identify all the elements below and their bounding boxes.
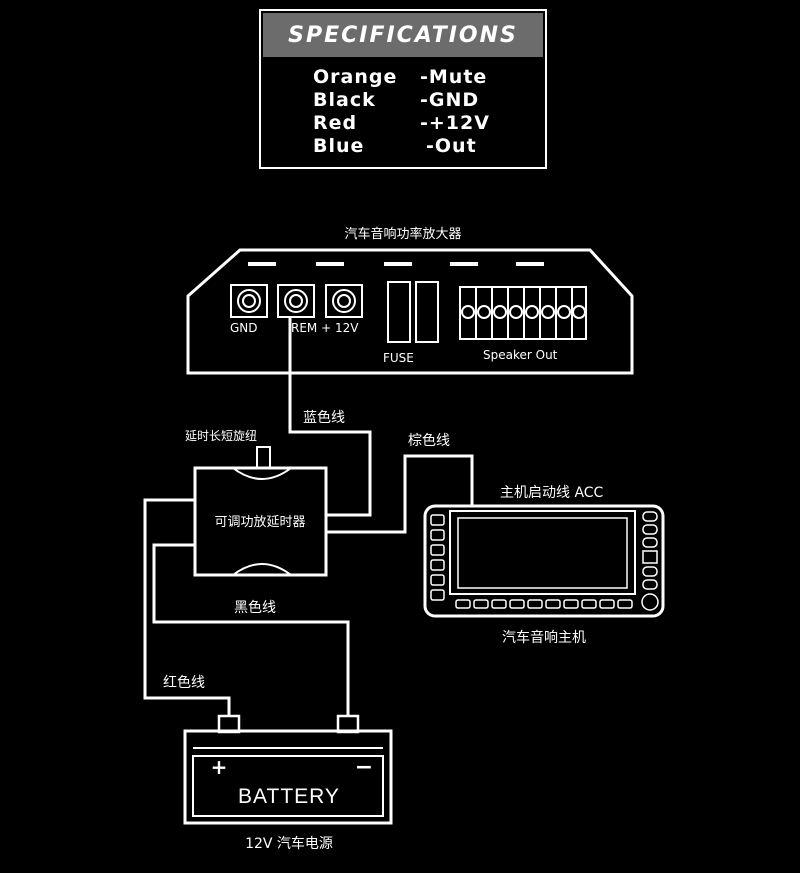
speaker-out-label: Speaker Out [483, 348, 558, 362]
amplifier-vents [248, 262, 544, 266]
fuse-holders [387, 281, 439, 343]
battery-plus-sign: + [211, 755, 228, 779]
amplifier-title: 汽车音响功率放大器 [344, 226, 461, 242]
battery-body [183, 729, 393, 825]
spec-color-black: Black [313, 89, 376, 111]
brown-wire-label: 棕色线 [408, 432, 450, 449]
terminal-rem [277, 284, 315, 318]
spec-title: SPECIFICATIONS [288, 23, 518, 48]
black-wire [152, 543, 350, 716]
spec-func-gnd: -GND [420, 89, 479, 111]
battery-label: BATTERY [238, 785, 340, 808]
acc-label: 主机启动线 ACC [500, 485, 604, 501]
red-wire-label: 红色线 [163, 674, 205, 691]
battery-inner-panel [192, 755, 384, 817]
spec-func-out: -Out [426, 135, 477, 157]
amplifier: 汽车音响功率放大器 GND REM + 12V [186, 226, 634, 375]
head-unit: 主机启动线 ACC [423, 485, 665, 646]
head-unit-screen [449, 510, 636, 595]
battery-caption: 12V 汽车电源 [245, 835, 333, 852]
head-unit-right-buttons [641, 511, 659, 611]
black-wire-label: 黑色线 [234, 599, 276, 616]
delay-body [193, 466, 328, 577]
delay-top-notch [232, 467, 292, 480]
terminal-gnd [230, 284, 268, 318]
head-unit-bottom-buttons [455, 599, 633, 609]
spec-color-orange: Orange [313, 66, 397, 88]
spec-color-red: Red [313, 112, 357, 134]
delay-knob-label: 延时长短旋纽 [185, 429, 257, 443]
battery: + − BATTERY 12V 汽车电源 [183, 714, 393, 852]
speaker-out-block [459, 286, 587, 340]
head-unit-left-buttons [430, 514, 445, 601]
fuse-label: FUSE [383, 351, 414, 365]
wires [143, 317, 474, 716]
gnd-label: GND [230, 321, 258, 335]
specifications-panel: SPECIFICATIONS Orange -Mute Black -GND R… [259, 9, 547, 169]
brown-wire [327, 454, 474, 534]
rem-label: REM + 12V [291, 321, 359, 335]
delay-module-label: 可调功放延时器 [214, 515, 305, 530]
spec-func-12v: -+12V [420, 112, 490, 134]
delay-module: 延时长短旋纽 可调功放延时器 [185, 429, 328, 577]
spec-header [263, 13, 543, 57]
terminal-12v [325, 284, 363, 318]
spec-color-blue: Blue [313, 135, 364, 157]
blue-wire [288, 317, 372, 517]
battery-minus-sign: − [355, 755, 373, 780]
spec-func-mute: -Mute [420, 66, 487, 88]
delay-knob [256, 446, 271, 470]
delay-bottom-notch [232, 563, 292, 576]
red-wire [143, 498, 231, 716]
blue-wire-label: 蓝色线 [303, 409, 345, 426]
head-unit-name: 汽车音响主机 [502, 629, 586, 646]
